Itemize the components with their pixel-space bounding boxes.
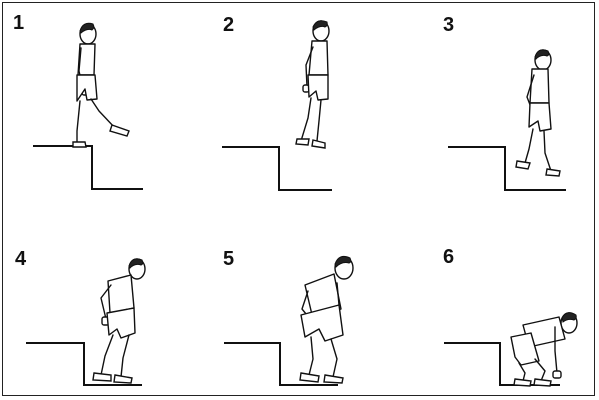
step-drawing (224, 342, 338, 386)
panel-illustration (224, 256, 354, 386)
panel-3: 3 (399, 3, 596, 200)
step-drawing (33, 145, 143, 190)
panel-5: 5 (201, 201, 398, 398)
panel-illustration (448, 49, 566, 191)
panel-illustration (33, 22, 143, 190)
figure-frame: 1 2 (2, 2, 595, 396)
panel-number: 6 (443, 246, 455, 268)
person-figure (92, 258, 146, 384)
panel-number: 3 (443, 14, 455, 36)
panel-illustration (26, 258, 146, 386)
panel-1: 1 (3, 3, 200, 200)
person-figure (510, 312, 578, 387)
panel-2: 2 (201, 3, 398, 200)
panel-4: 4 (3, 201, 200, 398)
panel-6: 6 (399, 201, 596, 398)
panel-number: 4 (15, 248, 27, 270)
panel-illustration (222, 20, 332, 191)
panel-illustration (444, 312, 578, 387)
person-figure (515, 49, 561, 177)
person-figure (299, 256, 354, 384)
person-figure (72, 22, 130, 148)
panel-number: 5 (223, 248, 235, 270)
step-drawing (26, 342, 142, 386)
person-figure (295, 20, 330, 149)
panel-number: 1 (13, 12, 25, 34)
step-drawing (222, 146, 332, 191)
step-drawing (448, 146, 566, 191)
panel-number: 2 (223, 14, 235, 36)
